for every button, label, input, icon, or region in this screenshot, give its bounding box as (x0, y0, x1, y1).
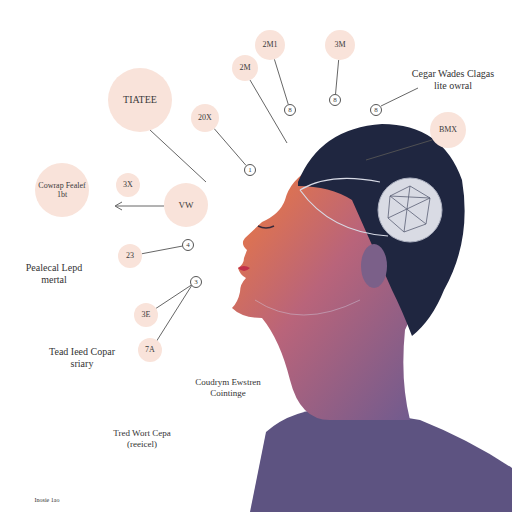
teardrop-outline (300, 178, 380, 190)
callout-circle: 3X (116, 173, 140, 197)
shirt (250, 408, 512, 512)
connector-line (142, 246, 182, 254)
node-text: 3M (334, 40, 345, 49)
connector-line (214, 129, 246, 166)
lips (238, 266, 250, 271)
callout-circle: 2M (232, 55, 258, 81)
callout-circle: 20X (191, 104, 219, 132)
node-text: 8 (333, 96, 337, 104)
hair (298, 124, 465, 336)
callout-circle: TIATEE (108, 68, 172, 132)
node-text: 23 (126, 251, 134, 260)
node-text: 20X (198, 113, 212, 122)
annotation-text: Inosie 1ao (22, 497, 72, 504)
node-text: Cowrap Fealef (38, 181, 85, 190)
callout-number: 8 (329, 94, 341, 106)
node-text: 3X (123, 180, 133, 189)
callout-circle: 3E (134, 303, 158, 327)
callout-number: 4 (182, 239, 194, 251)
annotation-text: Cegar Wades Clagas lite owral (408, 68, 498, 92)
annotation-text: Pealecal Lepd mertal (18, 262, 90, 286)
node-text: 1 (248, 166, 252, 174)
node-text: VW (179, 200, 194, 210)
callout-circle: 2M1 (255, 30, 285, 60)
node-text: 2M (239, 63, 250, 72)
annotation-text: Tead Ieed Copar sriary (42, 346, 122, 370)
callout-circle: BMX (430, 112, 466, 148)
callout-circle: 23 (118, 244, 142, 268)
annotation-text: Tred Wort Cepa (reeicel) (104, 428, 180, 450)
teardrop-outline (300, 190, 388, 236)
node-text: BMX (439, 125, 457, 134)
node-text: TIATEE (123, 94, 157, 106)
ear (361, 244, 387, 288)
callout-number: 8 (370, 104, 382, 116)
callout-circle: VW (164, 183, 208, 227)
node-text: 3 (194, 278, 198, 286)
node-text: 3E (142, 310, 151, 319)
callout-number: 8 (284, 104, 296, 116)
callout-number: 1 (244, 164, 256, 176)
node-text: 7A (145, 345, 155, 354)
annotation-text: Coudrym Ewstren Cointinge (190, 377, 266, 399)
callout-circle: 3M (325, 30, 355, 60)
node-text: 8 (374, 106, 378, 114)
node-text: 4 (186, 241, 190, 249)
node-text: 1bt (57, 190, 67, 199)
jaw-outline (255, 300, 360, 315)
brain-network (388, 186, 430, 232)
connector-line (274, 59, 288, 104)
node-text: 2M1 (262, 40, 277, 49)
callout-circle: 7A (138, 338, 162, 362)
closed-eye (258, 226, 274, 228)
connector-line (336, 60, 339, 94)
connector-line (156, 285, 191, 308)
node-text: 8 (288, 106, 292, 114)
callout-circle: Cowrap Fealef1bt (35, 163, 89, 217)
callout-number: 3 (190, 276, 202, 288)
brain-icon (378, 178, 442, 242)
